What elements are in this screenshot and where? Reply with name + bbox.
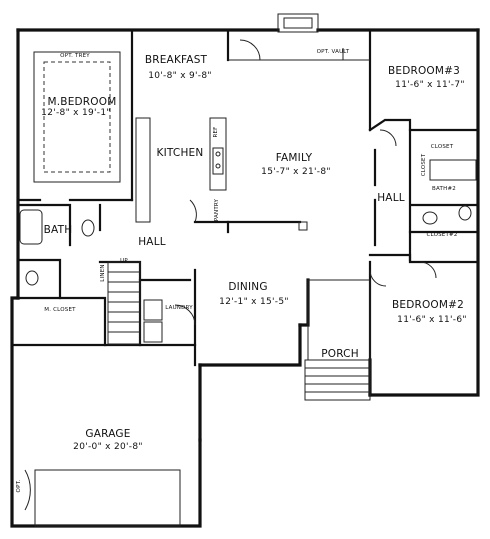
trey-ceiling-outer bbox=[33, 51, 121, 183]
bedroom2-dimension: 11'-6" x 11'-6" bbox=[397, 314, 467, 325]
opt-trey-note: OPT. TREY bbox=[60, 52, 90, 59]
laundry-note: LAUNDRY bbox=[165, 304, 193, 311]
opt-note: OPT. bbox=[15, 479, 22, 493]
m-closet-note: M. CLOSET bbox=[44, 306, 76, 313]
family-label: FAMILY bbox=[275, 151, 313, 164]
ref-note: REF bbox=[212, 126, 219, 138]
opt-vault-note: OPT. VAULT bbox=[316, 48, 350, 55]
bath2-sink-icon bbox=[422, 211, 438, 225]
dining-dimension: 12'-1" x 15'-5" bbox=[219, 296, 289, 307]
hall-right-label: HALL bbox=[377, 191, 405, 204]
hall-left-label: HALL bbox=[138, 235, 166, 248]
closet2-note: CLOSET#2 bbox=[426, 231, 458, 238]
bedroom3-dimension: 11'-6" x 11'-7" bbox=[395, 79, 465, 90]
bedroom2-label: BEDROOM#2 bbox=[391, 298, 465, 311]
fixtures bbox=[19, 39, 477, 527]
sink-icon bbox=[81, 219, 95, 237]
bedroom3-label: BEDROOM#3 bbox=[387, 64, 461, 77]
washer-icon bbox=[143, 299, 163, 321]
closet-note-top: CLOSET bbox=[430, 143, 454, 150]
breakfast-dimension: 10'-8" x 9'-8" bbox=[148, 70, 212, 81]
bath2-tub-icon bbox=[429, 159, 477, 181]
bath-label: BATH bbox=[43, 223, 73, 236]
bath2-note: BATH#2 bbox=[432, 185, 456, 192]
family-dimension: 15'-7" x 21'-8" bbox=[261, 166, 331, 177]
garage-door-outline bbox=[34, 469, 181, 527]
garage-door-arc bbox=[24, 469, 31, 511]
master-bedroom-label: M.BEDROOM bbox=[47, 95, 117, 108]
column-icon bbox=[298, 221, 308, 231]
porch-steps bbox=[304, 359, 371, 401]
closet-note-vertical: CLOSET bbox=[420, 153, 427, 177]
bathtub-icon bbox=[19, 209, 43, 245]
toilet-icon bbox=[25, 270, 39, 286]
linen-note: LINEN bbox=[99, 264, 106, 282]
dryer-icon bbox=[143, 321, 163, 343]
garage-dimension: 20'-0" x 20'-8" bbox=[73, 441, 143, 452]
trey-ceiling-inner bbox=[43, 61, 111, 173]
master-bedroom-dimension: 12'-8" x 19'-1" bbox=[41, 107, 111, 118]
kitchen-counter-right bbox=[209, 117, 227, 191]
fireplace-chimney bbox=[277, 13, 319, 33]
breakfast-label: BREAKFAST bbox=[144, 53, 208, 66]
kitchen-counter-left bbox=[135, 117, 151, 223]
kitchen-label: KITCHEN bbox=[156, 146, 204, 159]
porch-label: PORCH bbox=[321, 347, 359, 360]
bath2-toilet-icon bbox=[458, 205, 472, 221]
stairs bbox=[107, 261, 141, 345]
dining-label: DINING bbox=[228, 280, 268, 293]
garage-label: GARAGE bbox=[85, 427, 131, 440]
up-note: UP bbox=[120, 257, 128, 264]
pantry-note: PANTRY bbox=[213, 198, 220, 222]
